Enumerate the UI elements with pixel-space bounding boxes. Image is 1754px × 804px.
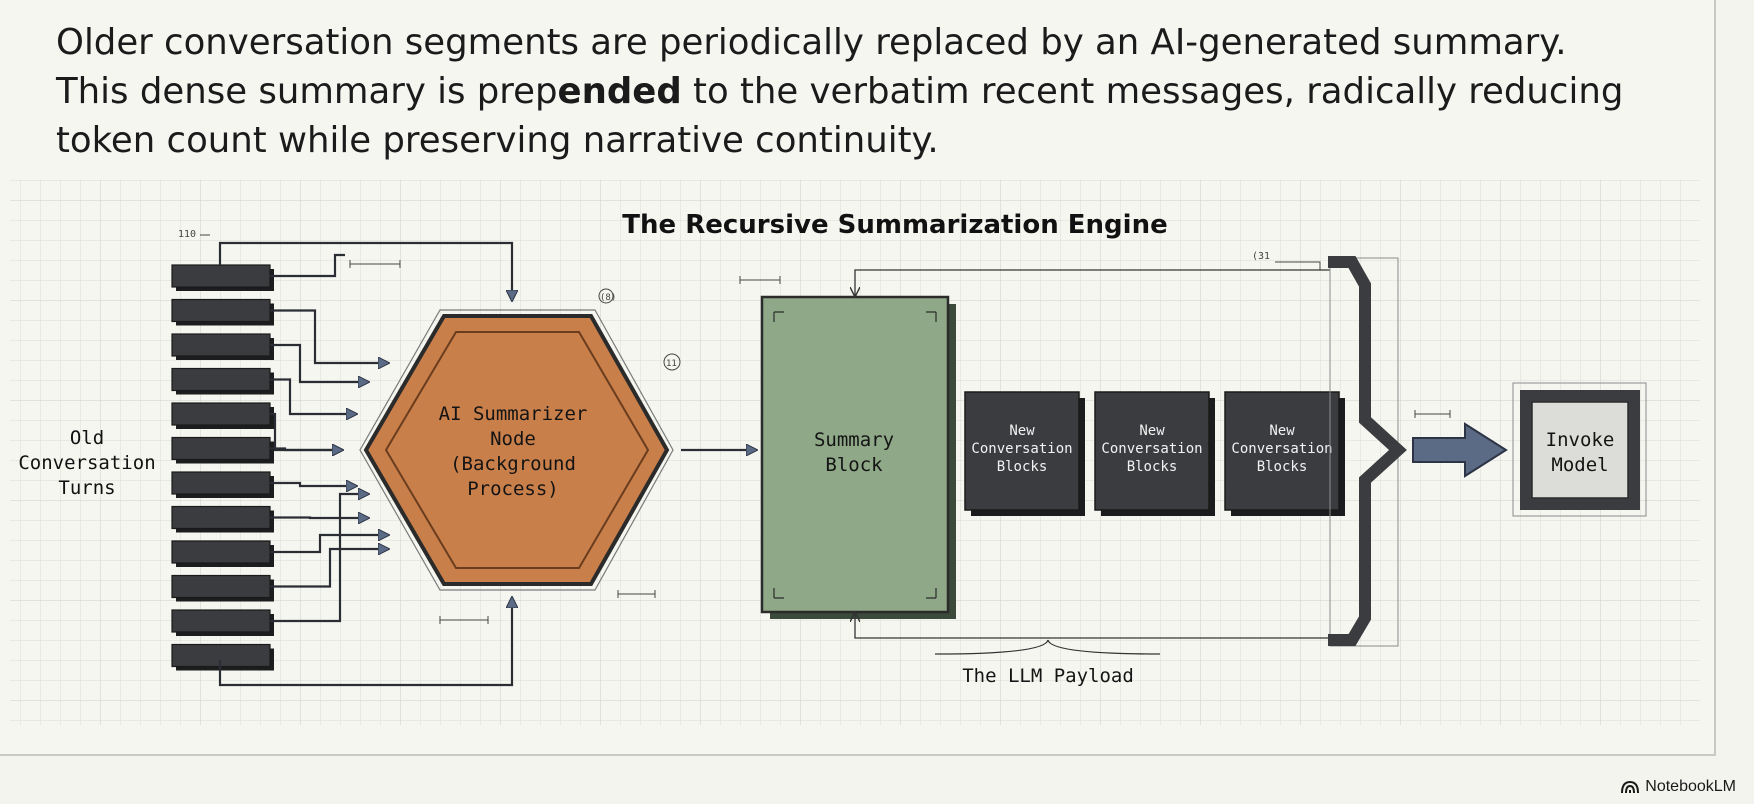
intro-line-2-bold: ended — [557, 71, 682, 112]
old-turn-block — [171, 402, 274, 429]
old-turn-block — [171, 574, 274, 602]
turn-connector — [270, 449, 342, 451]
new-conversation-block-line1: New — [1139, 423, 1165, 439]
payload-loop — [855, 269, 1330, 639]
bottom-feed-arrow — [218, 598, 512, 687]
invoke-model-line1: Invoke — [1546, 429, 1615, 451]
annotation-11: 11 — [666, 359, 677, 369]
annotation-marks: 110 (8) 11 (31 — [178, 229, 1451, 624]
new-conversation-block-line3: Blocks — [997, 459, 1048, 475]
intro-line-3: token count while preserving narrative c… — [56, 120, 939, 161]
new-conversation-block-line2: Conversation — [1101, 441, 1202, 457]
turn-connector — [270, 535, 388, 554]
intro-line-2-start: This dense summary is prep — [56, 71, 558, 112]
turn-connectors — [270, 253, 388, 623]
old-turn-block — [171, 609, 274, 636]
old-turn-block — [171, 264, 274, 291]
summary-block: Summary Block — [760, 295, 956, 619]
summary-block-line1: Summary — [814, 429, 894, 451]
annotation-8: (8) — [600, 293, 616, 303]
old-turns-label: Old Conversation Turns — [18, 427, 155, 499]
new-conversation-block-line1: New — [1269, 423, 1295, 439]
new-conversation-block-line2: Conversation — [971, 441, 1072, 457]
intro-line-2-end: to the verbatim recent messages, radical… — [681, 71, 1624, 112]
new-conversation-block-line3: Blocks — [1257, 459, 1308, 475]
new-conversation-block-line3: Blocks — [1127, 459, 1178, 475]
old-turns-label-line3: Turns — [58, 477, 115, 499]
new-conversation-blocks: NewConversationBlocksNewConversationBloc… — [964, 391, 1345, 516]
top-feed-arrow — [218, 241, 512, 300]
ai-summarizer-line1: AI Summarizer — [439, 403, 588, 425]
old-turn-block — [171, 436, 274, 464]
notebooklm-branding: NotebookLM — [1621, 778, 1736, 796]
invoke-model-box: Invoke Model — [1512, 382, 1647, 517]
old-turn-block — [171, 367, 274, 395]
ai-summarizer-line4: Process) — [467, 478, 559, 500]
old-turn-block — [171, 505, 274, 533]
turn-connector — [270, 343, 368, 382]
old-turns-label-line2: Conversation — [18, 452, 155, 474]
feed-arrows — [218, 241, 512, 687]
old-turn-block — [171, 333, 274, 360]
old-turns-label-line1: Old — [70, 427, 104, 449]
old-turns-stack — [171, 264, 274, 671]
payload-bracket — [1328, 256, 1407, 647]
invoke-model-line2: Model — [1551, 454, 1608, 476]
intro-line-2: This dense summary is prepended to the v… — [56, 67, 1696, 116]
payload-label: The LLM Payload — [962, 665, 1134, 687]
summary-block-line2: Block — [825, 454, 883, 476]
notebooklm-label: NotebookLM — [1645, 778, 1736, 795]
turn-connector — [270, 253, 345, 278]
turn-connector — [270, 549, 388, 588]
old-turn-block — [171, 540, 274, 567]
turn-connector — [270, 378, 356, 415]
diagram-title: The Recursive Summarization Engine — [622, 210, 1167, 240]
ai-summarizer-line3: (Background — [450, 453, 576, 475]
turn-connector — [270, 309, 388, 364]
turn-connector — [270, 518, 368, 519]
old-turn-block — [171, 643, 274, 671]
turn-connector — [270, 483, 356, 486]
notebooklm-logo-icon — [1621, 780, 1640, 794]
payload-brace — [934, 639, 1161, 655]
annotation-110: 110 — [178, 229, 196, 240]
ai-summarizer-line2: Node — [490, 428, 536, 450]
intro-text: Older conversation segments are periodic… — [56, 18, 1696, 165]
old-turn-block — [171, 471, 274, 498]
turn-connector — [270, 494, 368, 623]
intro-line-1: Older conversation segments are periodic… — [56, 22, 1567, 63]
new-conversation-block-line2: Conversation — [1231, 441, 1332, 457]
ai-summarizer-node: AI Summarizer Node (Background Process) — [359, 309, 674, 591]
annotation-31: (31 — [1252, 251, 1270, 262]
old-turn-block — [171, 298, 274, 326]
invoke-arrow — [1412, 422, 1508, 478]
new-conversation-block-line1: New — [1009, 423, 1035, 439]
